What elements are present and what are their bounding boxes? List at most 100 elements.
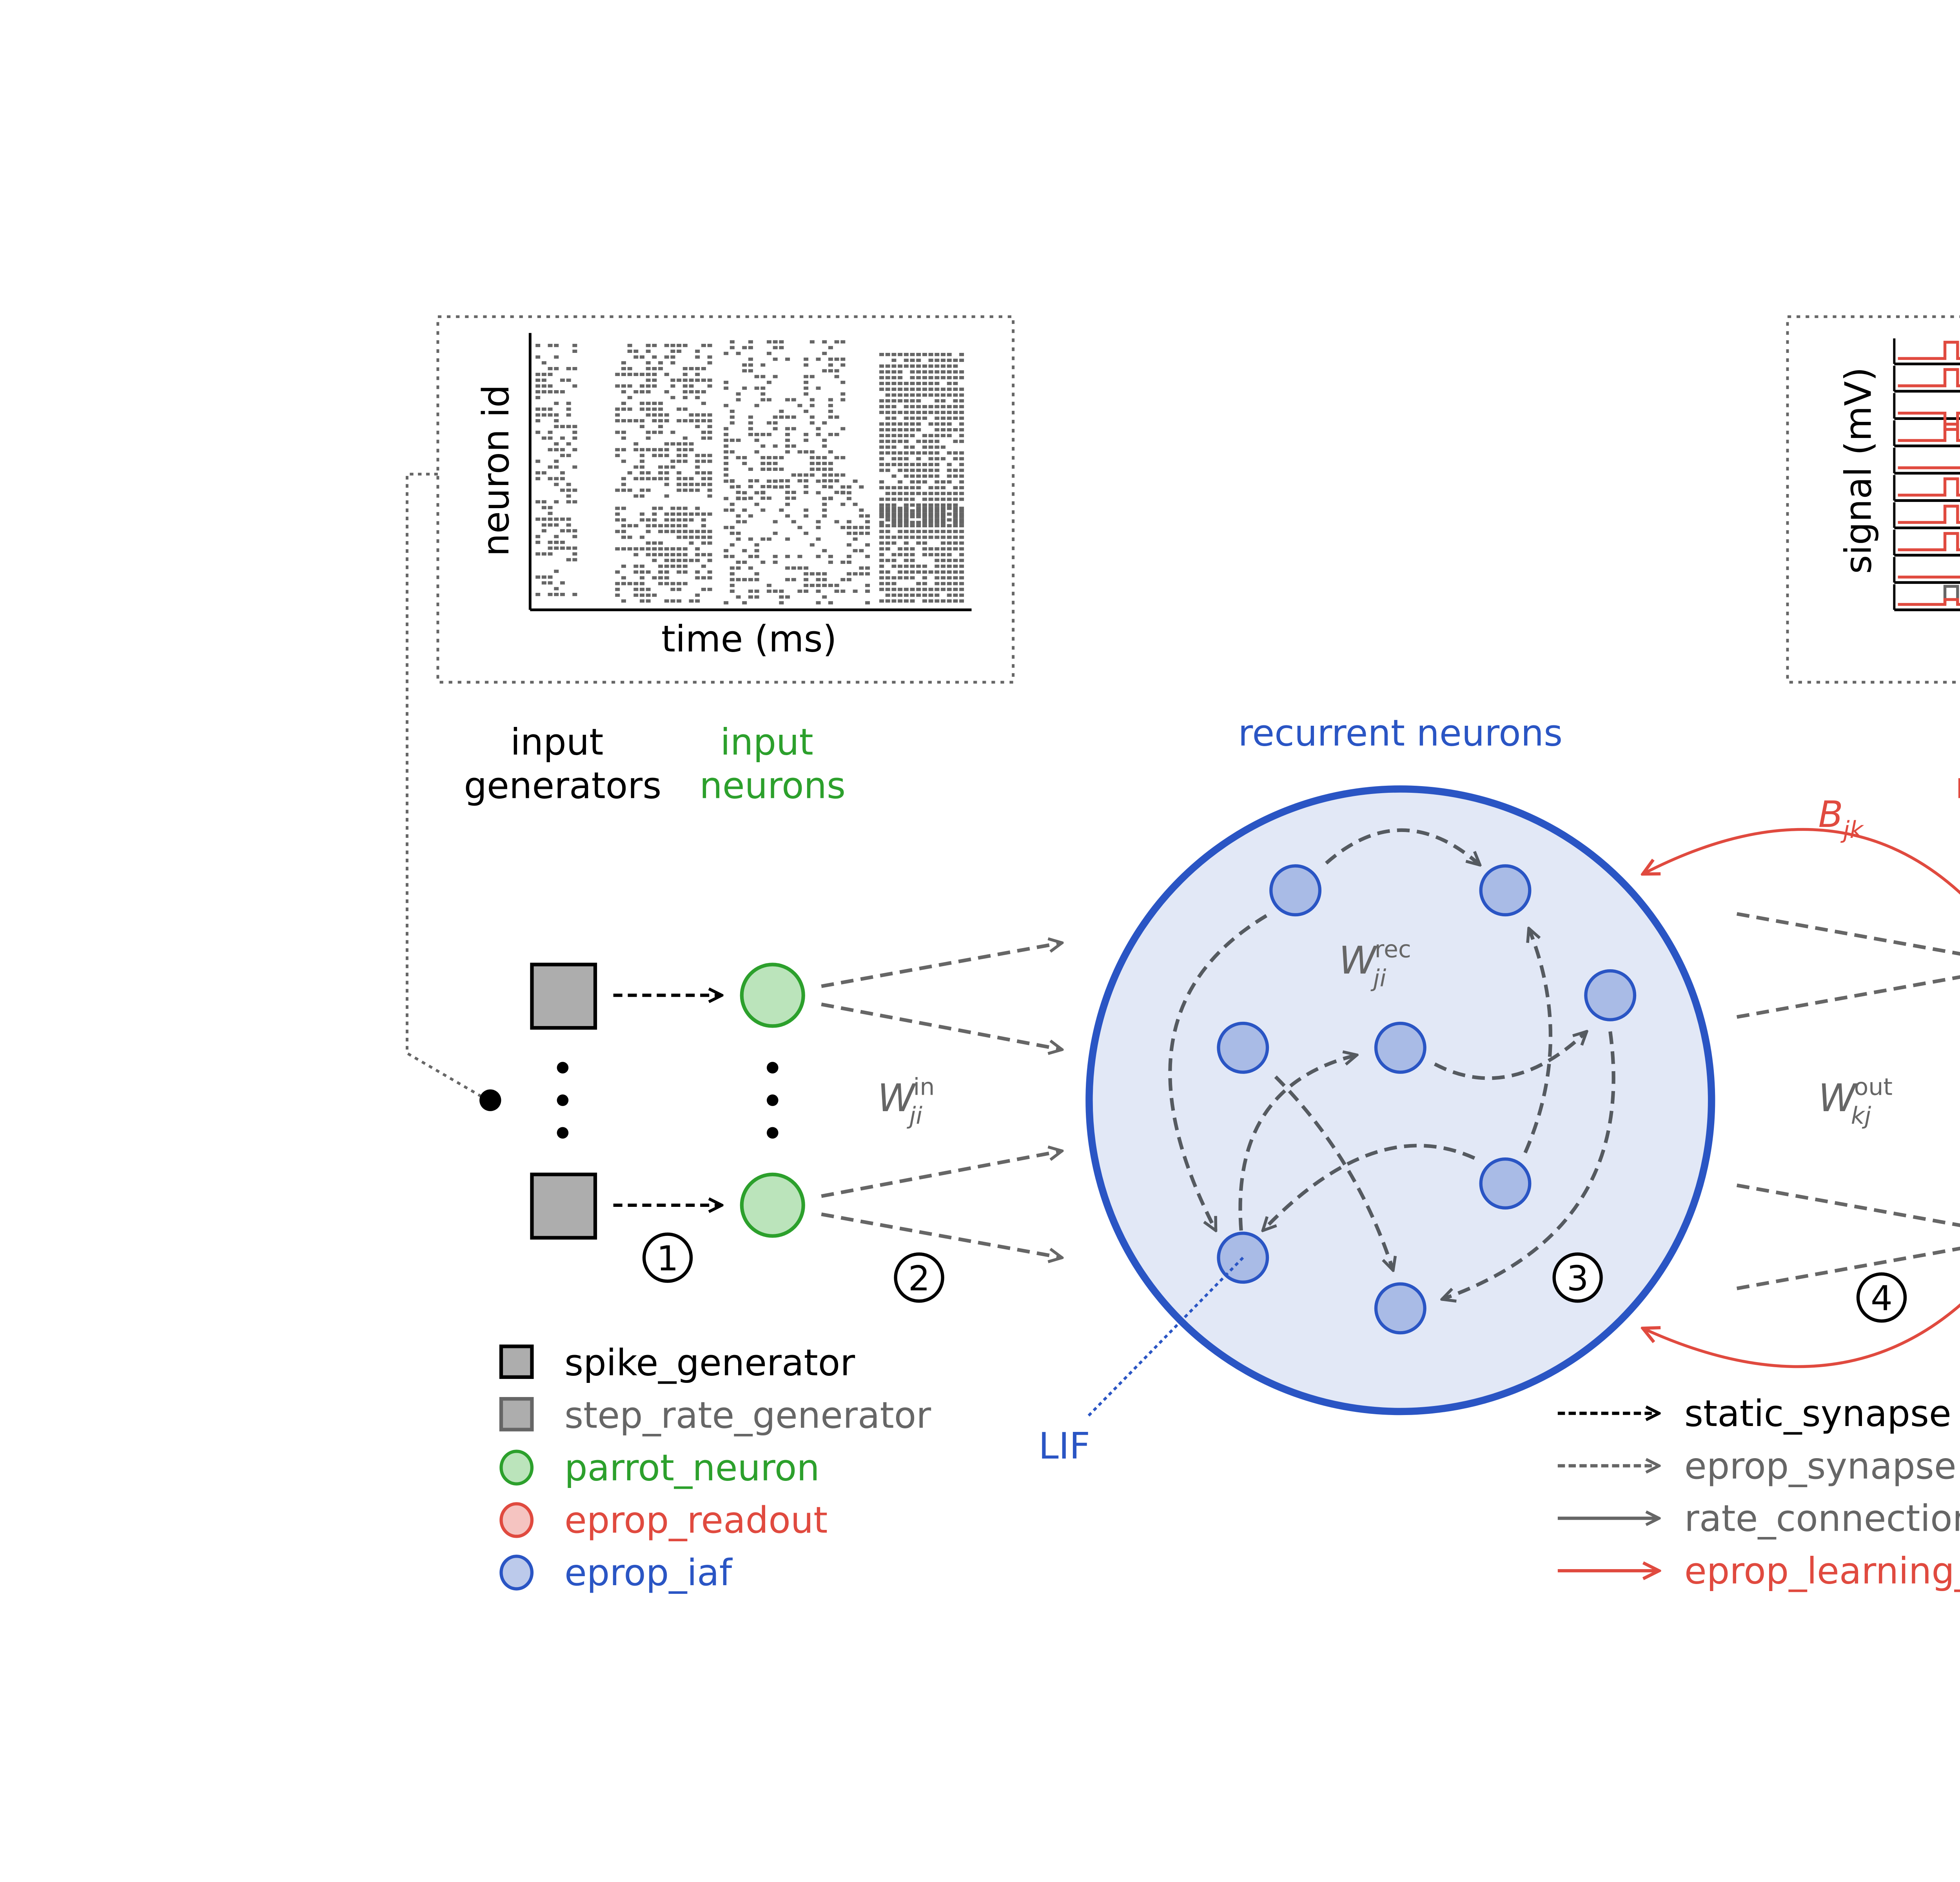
spike-mark	[953, 492, 958, 495]
spike-mark	[689, 384, 694, 388]
spike-mark	[646, 436, 651, 440]
spike-mark	[891, 512, 897, 516]
spike-mark	[935, 512, 940, 516]
spike-mark	[804, 485, 809, 489]
spike-mark	[689, 512, 694, 516]
spike-mark	[922, 469, 927, 472]
spike-mark	[640, 576, 644, 579]
spike-mark	[695, 536, 700, 539]
spike-mark	[935, 428, 940, 432]
spike-mark	[785, 415, 790, 419]
spike-mark	[560, 436, 565, 440]
learning-signal-edge-bottom	[1643, 1303, 1960, 1368]
spike-mark	[879, 588, 884, 591]
spike-mark	[736, 398, 741, 401]
spike-mark	[742, 601, 747, 605]
spike-mark	[828, 433, 833, 436]
spike-mark	[941, 503, 946, 507]
spike-mark	[840, 363, 846, 367]
spike-mark	[779, 589, 784, 593]
spike-mark	[730, 485, 735, 489]
spike-mark	[640, 390, 644, 394]
spike-mark	[947, 503, 952, 507]
spike-mark	[885, 588, 890, 591]
readout-trace	[1898, 412, 1960, 431]
spike-mark	[898, 393, 903, 397]
spike-mark	[953, 512, 958, 516]
spike-mark	[621, 507, 626, 510]
spike-mark	[773, 421, 778, 425]
spike-mark	[554, 460, 559, 463]
spike-mark	[959, 570, 964, 574]
spike-mark	[916, 411, 921, 414]
spike-mark	[627, 384, 632, 388]
spike-mark	[816, 491, 821, 494]
spike-mark	[904, 509, 909, 513]
spike-mark	[853, 589, 858, 593]
spike-mark	[885, 541, 890, 545]
spike-mark	[689, 559, 694, 562]
spike-mark	[891, 364, 897, 368]
spike-mark	[633, 465, 639, 469]
spike-mark	[928, 353, 933, 356]
spike-mark	[664, 483, 669, 486]
legend-item-rate-connection-delayed: rate_connection_delayed	[1557, 1497, 1960, 1540]
spike-mark	[652, 541, 657, 545]
spike-mark	[541, 523, 546, 527]
spike-mark	[748, 415, 753, 419]
spike-mark	[677, 378, 682, 382]
spike-mark	[910, 393, 915, 397]
spike-mark	[816, 461, 821, 465]
spike-mark	[652, 547, 657, 550]
spike-mark	[928, 536, 933, 539]
spike-mark	[572, 448, 577, 452]
spike-mark	[760, 444, 766, 448]
spike-mark	[664, 390, 669, 394]
spike-mark	[885, 503, 890, 507]
spike-mark	[724, 427, 729, 431]
spike-mark	[677, 536, 682, 539]
spike-mark	[941, 576, 946, 579]
spike-mark	[953, 416, 958, 420]
spike-mark	[736, 595, 741, 599]
spike-mark	[779, 456, 784, 460]
spike-mark	[809, 583, 815, 587]
spike-mark	[541, 575, 546, 579]
signal-traces	[1893, 338, 1960, 611]
spike-mark	[541, 471, 546, 475]
spike-mark	[658, 465, 663, 469]
spike-mark	[566, 546, 571, 550]
spike-mark	[928, 599, 933, 603]
spike-mark	[615, 419, 620, 423]
spike-mark	[891, 405, 897, 409]
eprop-synapse-edge	[821, 943, 1062, 988]
spike-mark	[767, 537, 771, 541]
spike-mark	[879, 445, 884, 449]
spike-mark	[959, 486, 964, 489]
spike-mark	[947, 492, 952, 495]
spike-mark	[646, 367, 651, 371]
spike-mark	[748, 555, 753, 558]
spike-mark	[959, 599, 964, 603]
spike-mark	[736, 560, 741, 564]
spike-mark	[541, 378, 546, 382]
spike-mark	[941, 515, 946, 518]
spike-mark	[535, 535, 541, 538]
spike-mark	[724, 450, 729, 454]
spike-mark	[548, 372, 553, 376]
spike-mark	[822, 503, 827, 506]
spike-mark	[840, 392, 846, 396]
spike-mark	[816, 456, 821, 460]
spike-mark	[554, 355, 559, 359]
spike-mark	[640, 536, 644, 539]
spike-mark	[922, 547, 927, 550]
spike-mark	[797, 404, 802, 407]
spike-mark	[947, 364, 952, 368]
spike-mark	[615, 570, 620, 574]
spike-mark	[953, 541, 958, 545]
spike-mark	[541, 361, 546, 365]
spike-mark	[646, 401, 651, 405]
spike-mark	[658, 530, 663, 533]
spike-mark	[953, 599, 958, 603]
